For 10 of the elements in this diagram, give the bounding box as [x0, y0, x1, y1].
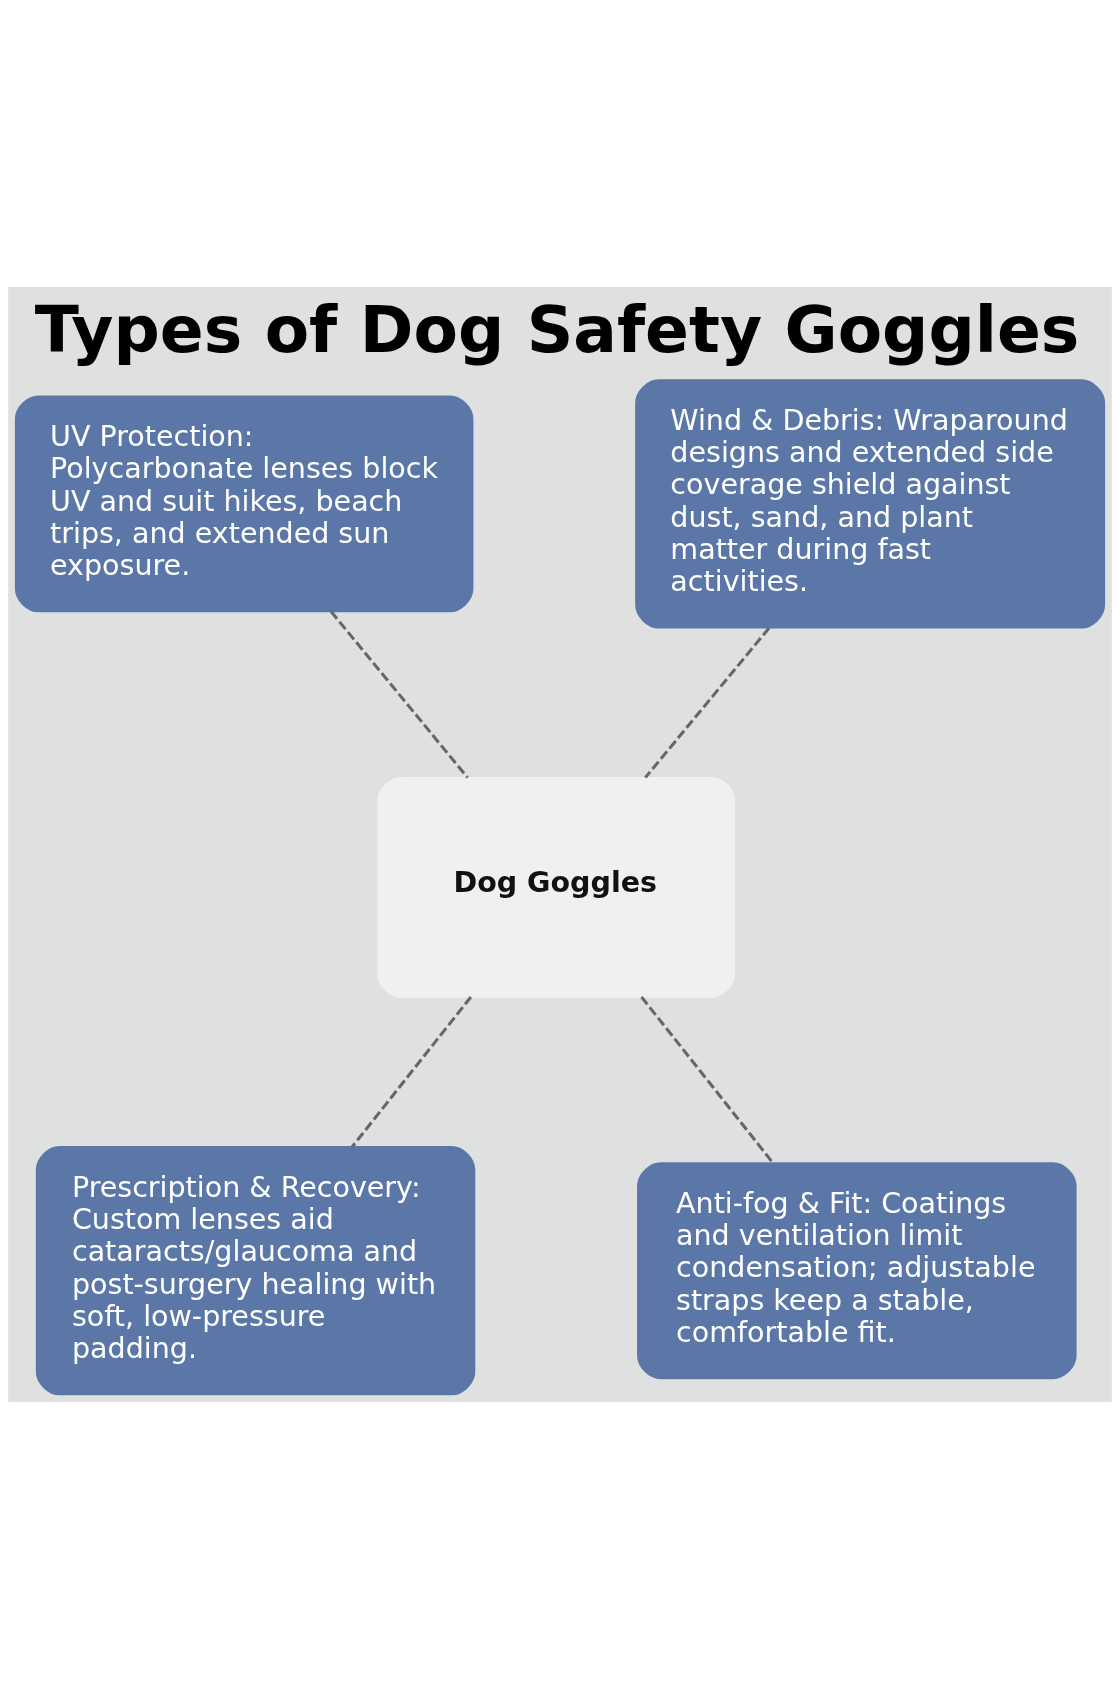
connector: [351, 995, 473, 1148]
diagram-title: Types of Dog Safety Goggles: [34, 291, 1080, 367]
connector: [329, 610, 469, 779]
connector: [640, 995, 774, 1164]
node-box: Wind & Debris: Wraparound designs and extended side coverage shield against dust, sand, and plant matter during fast activities.: [635, 378, 1106, 629]
connector: [644, 626, 771, 778]
node-box: Prescription & Recovery: Custom lenses aid cataracts/glaucoma and post-surgery healing with soft, low-pressure padding.: [35, 1145, 476, 1395]
node-box: UV Protection: Polycarbonate lenses block UV and suit hikes, beach trips, and extended sun exposure.: [14, 394, 474, 612]
node-box: Dog Goggles: [377, 776, 736, 998]
node-box: Anti-fog & Fit: Coatings and ventilation limit condensation; adjustable straps keep a stable, comfortable fit.: [637, 1161, 1077, 1379]
